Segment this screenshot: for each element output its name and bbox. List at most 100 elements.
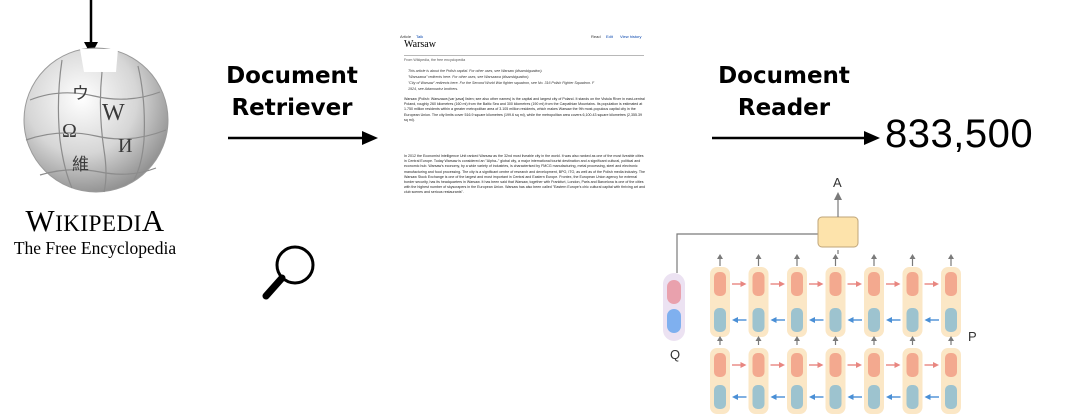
tab-view-history[interactable]: View history (620, 34, 642, 39)
answer-label: A (833, 175, 842, 190)
backward-arrowhead (924, 394, 931, 400)
question-connector (676, 233, 818, 273)
tab-edit[interactable]: Edit (606, 34, 613, 39)
backward-cell (791, 385, 803, 409)
backward-arrowhead (770, 394, 777, 400)
forward-cell (714, 353, 726, 377)
tab-talk[interactable]: Talk (416, 34, 424, 39)
forward-cell (752, 272, 765, 296)
article-paragraph-2: In 2012 the Economist Intelligence Unit … (404, 154, 646, 195)
forward-arrowhead (779, 362, 785, 368)
backward-cell (829, 385, 842, 409)
wikipedia-article[interactable]: Article Talk Read Edit View history Wars… (398, 33, 650, 225)
article-title-rule (404, 55, 644, 56)
forward-arrowhead (779, 281, 785, 287)
layer-arrowhead (871, 336, 877, 341)
output-arrowhead (948, 254, 954, 259)
forward-cell (714, 272, 726, 296)
question-encoder (663, 273, 685, 341)
glyph-cjk: 維 (72, 155, 89, 174)
answer-text: 833,500 (885, 112, 1034, 156)
backward-arrowhead (732, 394, 738, 400)
backward-cell (714, 308, 726, 332)
backward-arrowhead (732, 317, 738, 323)
layer-arrowhead (755, 336, 762, 341)
attention-box (817, 216, 859, 248)
question-label: Q (670, 347, 680, 362)
magnifier-icon (262, 245, 315, 300)
backward-cell (829, 308, 842, 332)
output-arrowhead (717, 254, 723, 259)
reader-arrow (712, 131, 880, 145)
output-arrowhead (755, 254, 762, 259)
forward-cell (868, 353, 880, 377)
backward-arrowhead (809, 394, 815, 400)
tab-article[interactable]: Article (400, 34, 412, 39)
layer-arrowhead (948, 336, 954, 341)
forward-cell (945, 353, 957, 377)
reader-model-diagram: A Q P (663, 175, 977, 414)
hatnote: 1924, see Adamowicz brothers. (408, 87, 459, 91)
backward-cell (868, 308, 880, 332)
forward-arrowhead (933, 362, 939, 368)
backward-arrowhead (847, 394, 854, 400)
article-tabs: Article Talk Read Edit View history (398, 33, 650, 41)
forward-arrowhead (894, 281, 901, 287)
tab-read[interactable]: Read (591, 34, 601, 39)
glyph-cyrillic: И (118, 135, 132, 157)
glyph-w: W (102, 100, 125, 126)
forward-arrowhead (856, 362, 862, 368)
forward-arrowhead (933, 281, 939, 287)
forward-cell (791, 272, 803, 296)
wikipedia-tagline: The Free Encyclopedia (13, 238, 177, 258)
layer-arrowhead (717, 336, 723, 341)
forward-cell (906, 353, 919, 377)
backward-arrowhead (770, 317, 777, 323)
forward-arrowhead (894, 362, 901, 368)
output-arrowhead (909, 254, 916, 259)
input-arrow (84, 0, 98, 55)
output-arrowhead (832, 254, 839, 259)
backward-arrowhead (886, 394, 892, 400)
glyph-kana: ウ (72, 84, 89, 103)
output-arrowhead (794, 254, 800, 259)
backward-cell (868, 385, 880, 409)
backward-arrowhead (809, 317, 815, 323)
hatnote: This article is about the Polish capital… (408, 69, 543, 73)
forward-arrowhead (740, 362, 747, 368)
retriever-arrow (228, 131, 378, 145)
article-title: Warsaw (404, 39, 436, 50)
layer-arrowhead (832, 336, 839, 341)
forward-cell (868, 272, 880, 296)
answer-output-arrow (834, 192, 842, 217)
forward-cell (791, 353, 803, 377)
forward-arrowhead (817, 362, 824, 368)
reader-label: Document Reader (718, 63, 850, 121)
backward-cell (945, 308, 957, 332)
hatnote: "Warszawa" redirects here. For other use… (408, 75, 530, 79)
forward-arrowhead (740, 281, 747, 287)
forward-arrowhead (856, 281, 862, 287)
backward-cell (752, 385, 765, 409)
layer-arrowhead (794, 336, 800, 341)
article-subtitle: From Wikipedia, the free encyclopedia (404, 58, 466, 62)
forward-cell (829, 353, 842, 377)
forward-cell (906, 272, 919, 296)
retriever-label: Document Retriever (226, 63, 358, 121)
hatnote: "City of Warsaw" redirects here. For the… (408, 81, 595, 85)
layer-arrowhead (909, 336, 916, 341)
backward-cell (791, 308, 803, 332)
glyph-omega: Ω (62, 120, 77, 142)
backward-cell (906, 385, 919, 409)
passage-label: P (968, 329, 977, 344)
forward-cell (752, 353, 765, 377)
backward-arrowhead (886, 317, 892, 323)
forward-cell (829, 272, 842, 296)
backward-cell (752, 308, 765, 332)
wikipedia-wordmark: WIKIPEDIA (25, 203, 165, 238)
puzzle-globe-icon (23, 47, 169, 193)
backward-arrowhead (847, 317, 854, 323)
backward-cell (906, 308, 919, 332)
article-paragraph-1: Warsaw (Polish: Warszawa [varˈʂava] list… (404, 97, 645, 122)
wikipedia-logo: W Ω И 維 ウ (23, 0, 169, 193)
